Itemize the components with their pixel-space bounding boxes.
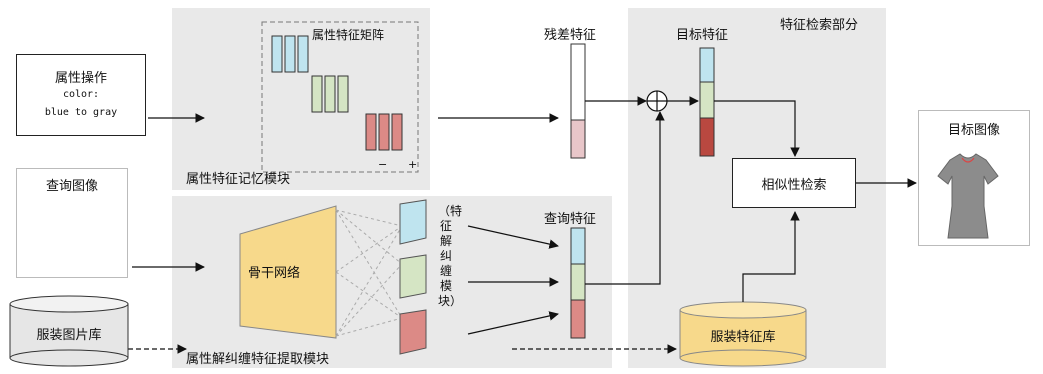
matrix-green-1	[311, 75, 323, 113]
query-vector-red	[570, 299, 586, 339]
target-feature-label: 目标特征	[676, 28, 729, 43]
target-image-label: 目标图像	[947, 123, 1000, 138]
disentangle-block-red	[399, 309, 427, 355]
matrix-label: 属性特征矩阵	[312, 28, 385, 42]
query-vector-green	[570, 263, 586, 301]
memory-plus: +	[408, 158, 418, 171]
query-feature-label: 查询特征	[544, 212, 597, 227]
similarity-box: 相似性检索	[732, 158, 856, 208]
target-vector-blue	[699, 47, 715, 83]
matrix-blue-1	[271, 35, 283, 73]
target-shirt-image	[937, 153, 999, 239]
disentangle-label: （特征解纠缠模块）	[438, 204, 463, 308]
feature-db-cylinder	[679, 301, 807, 367]
matrix-frame	[261, 21, 419, 173]
arrow-target-to-similarity	[714, 100, 800, 157]
memory-minus: −	[378, 158, 388, 171]
disentangle-block-blue	[399, 199, 427, 245]
arrow-blue-to-query	[467, 225, 559, 249]
attribute-op-line1: color:	[62, 89, 100, 100]
attribute-op-line2: blue to gray	[44, 107, 118, 118]
similarity-label: 相似性检索	[761, 178, 827, 193]
residual-vector-bottom	[570, 119, 586, 159]
matrix-red-1	[365, 113, 377, 151]
backbone-network	[239, 205, 337, 339]
matrix-green-3	[337, 75, 349, 113]
memory-module-title: 属性特征记忆模块	[186, 172, 291, 187]
matrix-red-2	[378, 113, 390, 151]
backbone-label: 骨干网络	[248, 266, 301, 281]
extract-module-title: 属性解纠缠特征提取模块	[186, 352, 330, 367]
attribute-op-title: 属性操作	[54, 71, 107, 86]
residual-vector-top	[570, 43, 586, 121]
disentangle-block-green	[399, 254, 427, 299]
query-image-label: 查询图像	[45, 179, 98, 194]
clothing-db-cylinder	[9, 295, 129, 367]
residual-label: 残差特征	[544, 28, 597, 43]
feature-db-label: 服装特征库	[710, 330, 776, 345]
matrix-red-3	[391, 113, 403, 151]
arrow-red-to-query	[467, 311, 559, 335]
matrix-blue-3	[297, 35, 309, 73]
retrieval-title: 特征检索部分	[780, 18, 859, 33]
arrow-feature-db-to-similarity	[742, 211, 800, 302]
matrix-blue-2	[284, 35, 296, 73]
matrix-green-2	[324, 75, 336, 113]
query-image-box: 查询图像	[16, 168, 128, 278]
clothing-db-label: 服装图片库	[36, 328, 102, 343]
arrow-query-to-plus	[585, 111, 665, 285]
backbone-connections	[335, 209, 403, 337]
target-vector-green	[699, 81, 715, 119]
query-vector-blue	[570, 227, 586, 265]
target-vector-red	[699, 117, 715, 157]
target-image-box: 目标图像	[918, 110, 1030, 246]
attribute-op-box: 属性操作 color: blue to gray	[16, 54, 146, 136]
